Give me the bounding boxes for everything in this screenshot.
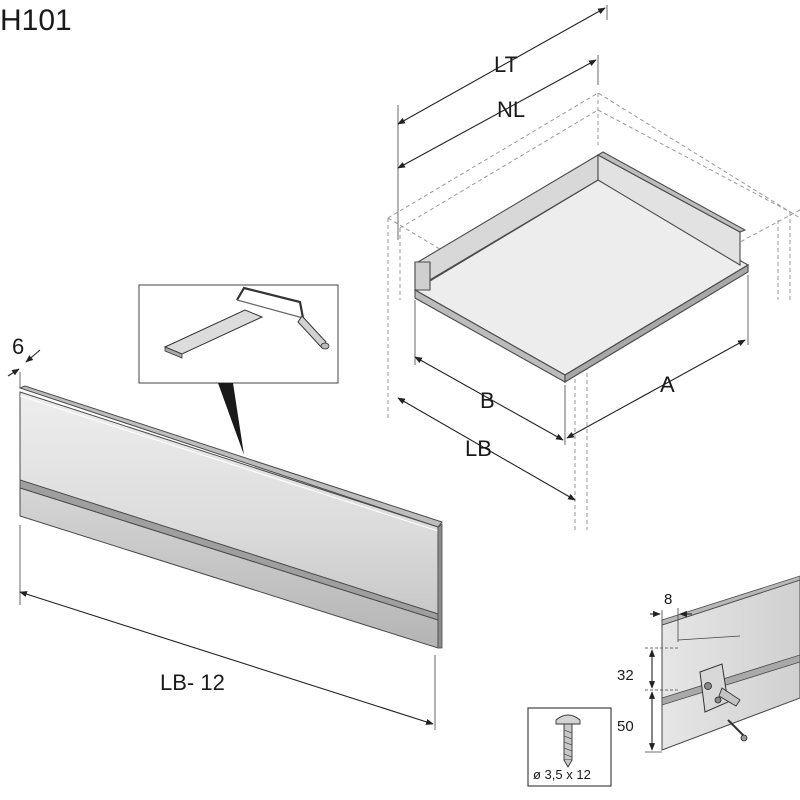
panel-top-lip xyxy=(18,385,443,528)
screw-detail-box: ø 3,5 x 12 xyxy=(527,707,612,787)
label-6: 6 xyxy=(12,334,24,359)
label-8: 8 xyxy=(664,591,672,608)
saw-detail-callout xyxy=(138,284,339,455)
label-lb: LB xyxy=(465,436,492,461)
front-panel xyxy=(18,385,443,649)
drawer-3d xyxy=(413,151,750,383)
dimension-a: A xyxy=(566,275,749,439)
bracket-fitting-icon xyxy=(699,663,748,742)
screw-icon xyxy=(555,714,581,768)
bracket-detail: 8 32 50 xyxy=(617,575,800,753)
screw-caption: ø 3,5 x 12 xyxy=(533,767,591,782)
label-50: 50 xyxy=(617,718,634,735)
dimension-6: 6 xyxy=(7,334,41,388)
label-b: B xyxy=(480,388,495,413)
label-a: A xyxy=(660,372,675,397)
dimension-lb-12: LB- 12 xyxy=(19,525,436,730)
dimension-lb: LB xyxy=(397,397,576,501)
label-nl: NL xyxy=(497,97,525,122)
hacksaw-icon xyxy=(236,286,330,350)
drawing-title: H101 xyxy=(0,4,72,37)
label-lb-12: LB- 12 xyxy=(160,670,225,695)
label-lt: LT xyxy=(494,52,518,77)
label-32: 32 xyxy=(617,667,634,684)
drawer-left-side xyxy=(414,261,431,291)
dimension-nl: NL xyxy=(397,55,599,169)
